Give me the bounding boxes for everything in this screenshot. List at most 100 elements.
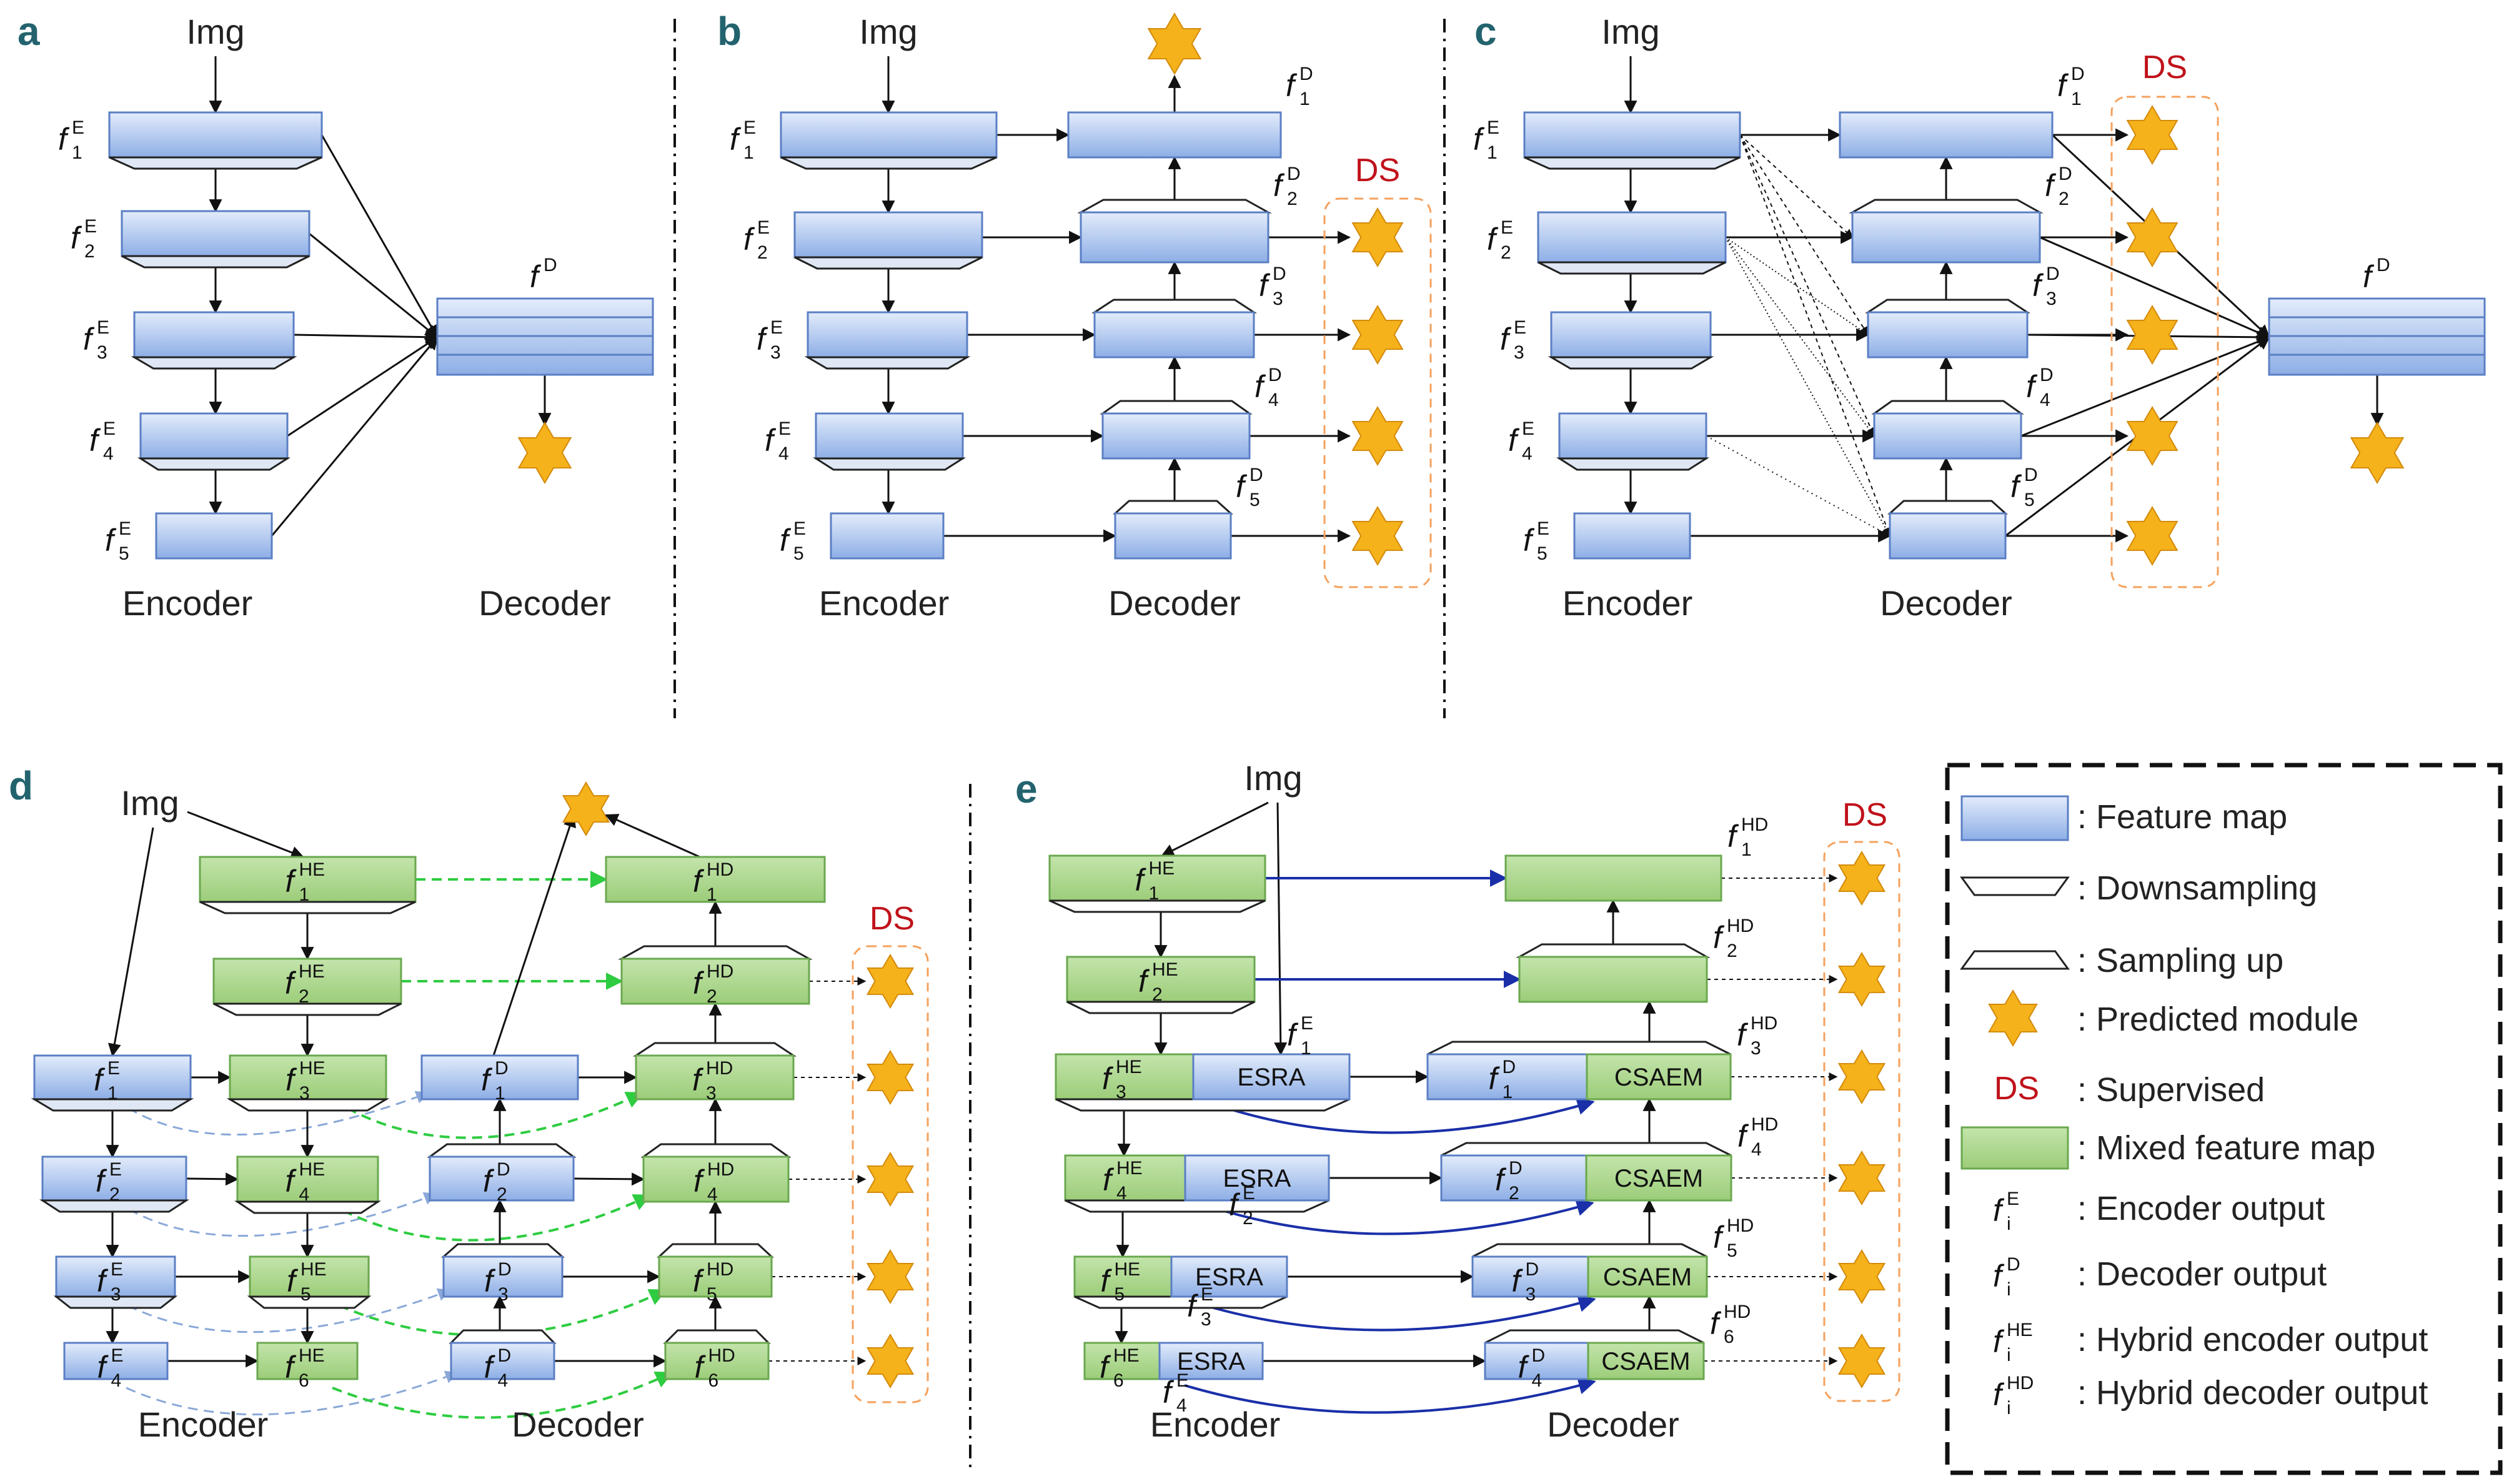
symbol-sub: i (2007, 1345, 2011, 1365)
symbol-sup: D (2046, 264, 2060, 284)
upsampling-shape (449, 1329, 557, 1344)
predicted-module-star-b (1147, 12, 1202, 75)
predicted-module-star (866, 954, 915, 1009)
predicted-module-star (1837, 1249, 1886, 1304)
downsampling-shape (213, 1002, 402, 1016)
encoder-label: Encoder (1563, 583, 1693, 623)
symbol-sub: 1 (299, 884, 310, 905)
symbol-sub: 4 (1268, 390, 1279, 410)
symbol-sub: 5 (2024, 490, 2035, 510)
symbol-sup: E (1514, 317, 1526, 338)
hybrid-encoder-box (1066, 956, 1256, 1003)
upsampling-shape (657, 1243, 774, 1258)
symbol-sup: D (1273, 264, 1286, 284)
upsampling-shape (633, 1042, 797, 1057)
csaem-label: CSAEM (1614, 1064, 1703, 1091)
symbol-sup: D (1503, 1057, 1516, 1077)
encoder-box (55, 1255, 176, 1298)
symbol-sub: 5 (1537, 543, 1548, 564)
green-skip (346, 1092, 644, 1139)
downsampling-shape (1538, 261, 1726, 275)
hybrid-encoder-box (249, 1255, 370, 1298)
upsampling-shape (1472, 1243, 1707, 1258)
ds-label: DS (1842, 797, 1887, 833)
ds-box-b (1323, 197, 1432, 588)
symbol-f: f (2026, 369, 2038, 404)
symbol-sub: 2 (2059, 189, 2069, 209)
symbol-f: f (765, 423, 777, 458)
legend-mixed-label: : Mixed feature map (2077, 1129, 2375, 1167)
symbol-sub: 3 (111, 1284, 121, 1305)
dense-connection (1725, 237, 1890, 537)
symbol-sub: 1 (72, 142, 82, 163)
downsampling-shape (780, 156, 997, 170)
hybrid-decoder-box (620, 957, 810, 1005)
esra-label: ESRA (1195, 1264, 1263, 1291)
encoder-box-5 (830, 512, 945, 560)
symbol-sub: 4 (1522, 443, 1533, 464)
green-skip (332, 1372, 673, 1419)
legend-enc-out-label: : Encoder output (2077, 1190, 2325, 1227)
dense-connection (1725, 237, 1869, 335)
predicted-module-star (1351, 305, 1404, 365)
esra-box (1158, 1342, 1264, 1380)
hybrid-encoder-box (1073, 1255, 1173, 1298)
downsampling-shape (31, 1098, 194, 1112)
symbol-sup: HD (707, 1259, 733, 1280)
symbol-sub: 2 (1152, 984, 1163, 1005)
predicted-module-star (866, 1050, 915, 1105)
decoder-box (1484, 1342, 1589, 1380)
symbol-sub: 1 (2071, 89, 2082, 109)
symbol-f: f (1254, 369, 1266, 404)
decoder-box-5 (1889, 512, 2007, 560)
upsampling-shape (1100, 400, 1253, 415)
symbol-sup: HE (299, 859, 325, 880)
symbol-sup: D (1299, 64, 1313, 84)
encoder-label: Encoder (819, 583, 950, 623)
legend-feature-map (1960, 795, 2069, 841)
upsampling-shape (1441, 1142, 1732, 1157)
symbol-f: f (1523, 523, 1535, 558)
decoder-output-arrow (605, 814, 700, 858)
predicted-module-star (2126, 406, 2179, 466)
downsampling-shape (1049, 899, 1266, 913)
img-label: Img (186, 12, 244, 51)
symbol-sup: HD (1727, 916, 1754, 936)
upsampling-shape (1849, 199, 2044, 214)
symbol-sup: E (1243, 1183, 1255, 1204)
downsampling-shape (53, 1295, 178, 1309)
hybrid-encoder-box (256, 1342, 359, 1380)
symbol-sup: D (1532, 1345, 1546, 1366)
legend-downsampling (1960, 876, 2070, 896)
encoder-box-4 (815, 412, 964, 460)
symbol-sub: 1 (743, 142, 754, 163)
esra-label: ESRA (1223, 1165, 1291, 1192)
downsampling-shape (804, 356, 971, 370)
predicted-module-star-d (562, 781, 610, 836)
img-arrow (107, 827, 154, 1057)
symbol-sup: D (1526, 1259, 1539, 1280)
predicted-module-star (2126, 506, 2179, 566)
dense-connection (1739, 134, 1876, 437)
blue-skip (1210, 1199, 1594, 1235)
symbol-sub: 2 (299, 986, 309, 1007)
symbol-sup: E (1537, 518, 1549, 539)
symbol-f: f (1286, 68, 1298, 103)
symbol-sub: 3 (97, 342, 107, 363)
downsampling-shape (137, 457, 291, 471)
hybrid-encoder-box (1048, 854, 1266, 902)
hybrid-encoder-box (1064, 1154, 1186, 1202)
panel-letter-c: c (1474, 9, 1497, 54)
symbol-sub: 3 (1273, 289, 1283, 309)
hybrid-decoder-box (658, 1255, 773, 1298)
decoder-box-5 (1114, 512, 1232, 560)
